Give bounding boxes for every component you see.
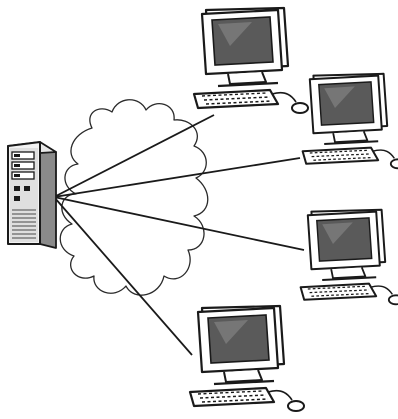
- workstation-3: [301, 210, 398, 304]
- desktop-computer-icon: [194, 8, 308, 113]
- desktop-computer-icon: [303, 74, 398, 169]
- desktop-computer-icon: [190, 306, 304, 411]
- server-tower-icon: [8, 142, 56, 248]
- workstation-2: [303, 74, 398, 169]
- workstation-1: [194, 8, 308, 113]
- desktop-computer-icon: [301, 210, 398, 304]
- workstation-4: [190, 306, 304, 411]
